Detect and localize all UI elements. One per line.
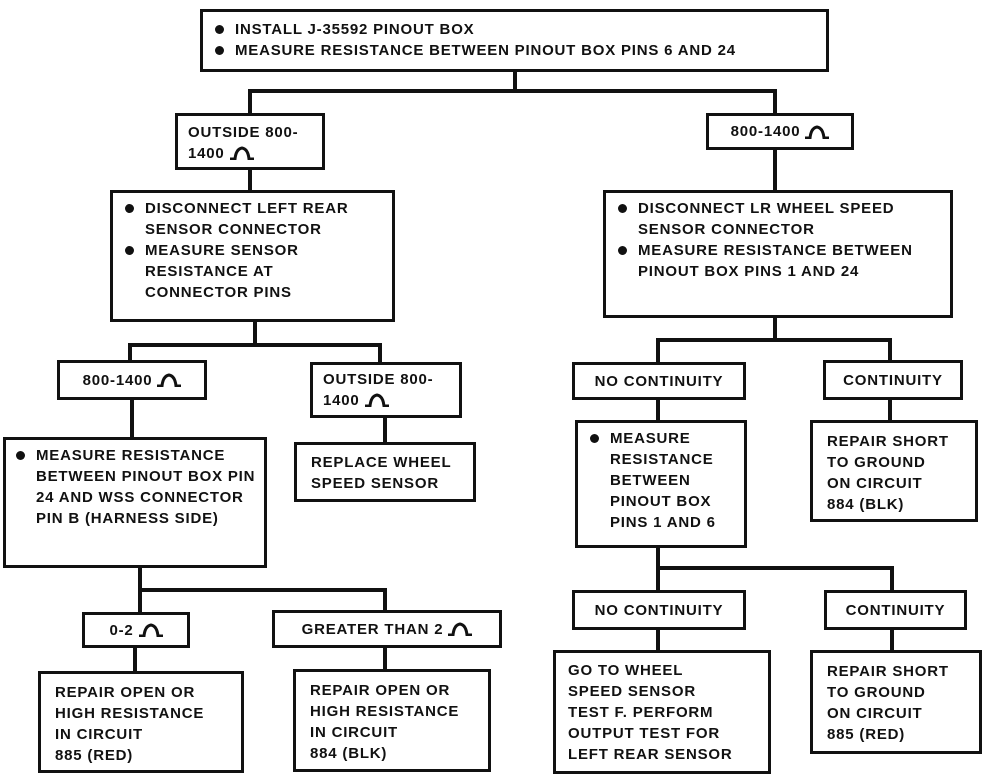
repair-short-885-box: REPAIR SHORT TO GROUND ON CIRCUIT 885 (R… [810,650,982,754]
left-out-condition-line2: 1400 [323,392,360,409]
left-action-box: DISCONNECT LEFT REAR SENSOR CONNECTOR ME… [110,190,395,322]
repair-open-885-box: REPAIR OPEN OR HIGH RESISTANCE IN CIRCUI… [38,671,244,773]
right-continuity-label: CONTINUITY [843,371,943,389]
left-condition-line2: 1400 [188,145,225,162]
right-condition-label: 800-1400 [730,123,801,140]
step-disconnect-lr-sensor: DISCONNECT LR WHEEL SPEED SENSOR CONNECT… [616,198,940,240]
left-condition-line1: OUTSIDE 800- [188,124,299,141]
step-measure-pins-6-24: MEASURE RESISTANCE BETWEEN PINOUT BOX PI… [213,40,816,61]
right-condition-in-range: 800-1400 [706,113,854,150]
left-in-range-label: 800-1400 [82,371,153,389]
ohm-symbol-icon [229,146,254,160]
repair-short-884-box: REPAIR SHORT TO GROUND ON CIRCUIT 884 (B… [810,420,978,522]
right-no-continuity-label: NO CONTINUITY [594,372,724,390]
right-no-continuity-condition: NO CONTINUITY [572,362,746,400]
left-out-of-range-condition: OUTSIDE 800- 1400 [310,362,462,418]
low-resistance-label: 0-2 [109,621,134,639]
step-measure-pin-24-wss: MEASURE RESISTANCE BETWEEN PINOUT BOX PI… [14,445,256,529]
step-disconnect-left-rear: DISCONNECT LEFT REAR SENSOR CONNECTOR [123,198,382,240]
right-continuity-condition: CONTINUITY [823,360,963,400]
step-measure-pins-1-6: MEASURE RESISTANCE BETWEEN PINOUT BOX PI… [588,428,734,533]
ohm-symbol-icon [157,373,182,387]
go-to-test-f-box: GO TO WHEEL SPEED SENSOR TEST F. PERFORM… [553,650,771,774]
lower-no-continuity-label: NO CONTINUITY [594,601,724,619]
repair-open-884-box: REPAIR OPEN OR HIGH RESISTANCE IN CIRCUI… [293,669,491,772]
lower-continuity-condition: CONTINUITY [824,590,967,630]
measure-wss-connector-box: MEASURE RESISTANCE BETWEEN PINOUT BOX PI… [3,437,267,568]
ohm-symbol-icon [448,622,473,636]
replace-wheel-speed-sensor-box: REPLACE WHEEL SPEED SENSOR [294,442,476,502]
start-step-box: INSTALL J-35592 PINOUT BOX MEASURE RESIS… [200,9,829,72]
left-out-condition-line1: OUTSIDE 800- [323,371,434,388]
left-condition-outside-range: OUTSIDE 800- 1400 [175,113,325,170]
high-resistance-label: GREATER THAN 2 [301,620,444,638]
right-action-box: DISCONNECT LR WHEEL SPEED SENSOR CONNECT… [603,190,953,318]
step-install-pinout-box: INSTALL J-35592 PINOUT BOX [213,19,816,40]
ohm-symbol-icon [805,124,830,139]
lower-continuity-label: CONTINUITY [845,601,946,619]
high-resistance-condition: GREATER THAN 2 [272,610,502,648]
measure-pins-1-6-box: MEASURE RESISTANCE BETWEEN PINOUT BOX PI… [575,420,747,548]
step-measure-pins-1-24: MEASURE RESISTANCE BETWEEN PINOUT BOX PI… [616,240,940,282]
left-in-range-condition: 800-1400 [57,360,207,400]
low-resistance-condition: 0-2 [82,612,190,648]
lower-no-continuity-condition: NO CONTINUITY [572,590,746,630]
ohm-symbol-icon [138,623,163,637]
ohm-symbol-icon [364,393,389,407]
step-measure-sensor-resistance: MEASURE SENSOR RESISTANCE AT CONNECTOR P… [123,240,382,303]
